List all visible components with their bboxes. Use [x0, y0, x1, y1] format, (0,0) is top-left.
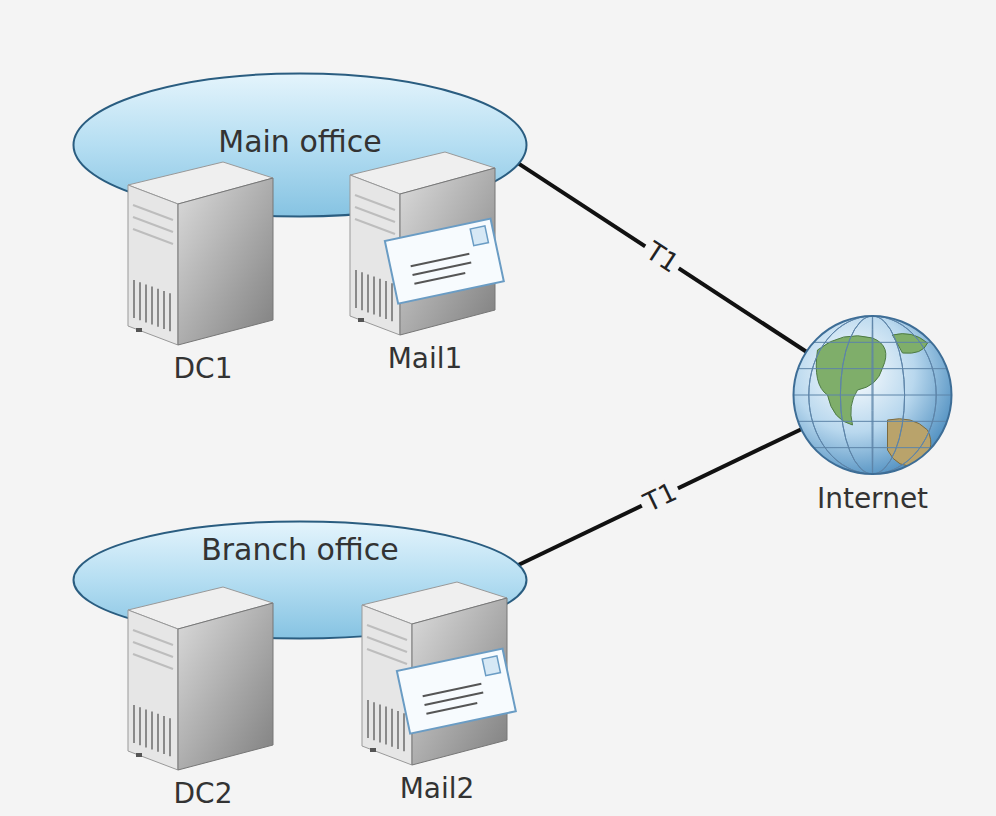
globe-graphic — [790, 316, 955, 476]
server-node: DC1 — [128, 160, 278, 385]
server-node: DC2 — [128, 585, 278, 810]
t1-link — [518, 429, 801, 565]
server-name: Mail2 — [358, 772, 516, 805]
internet-name: Internet — [786, 482, 959, 515]
server-graphic — [128, 160, 278, 346]
office-site: Main officeDC1Mail1 — [72, 72, 528, 218]
link-label: T1 — [638, 235, 687, 281]
t1-link — [518, 163, 806, 351]
link-label: T1 — [635, 475, 684, 518]
server-icon — [128, 587, 273, 770]
envelope-icon — [397, 649, 516, 734]
server-graphic — [362, 580, 512, 766]
office-name: Branch office — [72, 532, 528, 567]
server-graphic — [128, 585, 278, 771]
globe-icon — [794, 316, 952, 474]
server-name: Mail1 — [346, 342, 504, 375]
internet-node: Internet — [790, 316, 955, 524]
server-name: DC1 — [124, 352, 282, 385]
server-node: Mail1 — [350, 150, 500, 375]
server-graphic — [350, 150, 500, 336]
server-name: DC2 — [124, 777, 282, 810]
envelope-icon — [385, 219, 504, 304]
server-icon — [128, 162, 273, 345]
office-name: Main office — [72, 124, 528, 159]
server-node: Mail2 — [362, 580, 512, 805]
office-site: Branch officeDC2Mail2 — [72, 520, 528, 640]
